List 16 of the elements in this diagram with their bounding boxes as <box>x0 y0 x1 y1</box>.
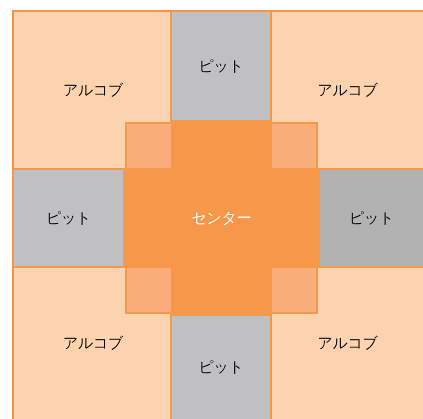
area-label: アルコブ <box>318 80 378 100</box>
alcove-area <box>270 10 423 170</box>
pit-area <box>12 168 125 268</box>
area-label: センター <box>192 208 252 228</box>
pit-area <box>170 10 272 122</box>
center-area <box>125 122 318 314</box>
pit-area <box>318 168 423 268</box>
pit-area <box>170 314 272 419</box>
area-label: アルコブ <box>318 334 378 353</box>
area-label: ピット <box>198 358 244 377</box>
area-label: アルコブ <box>63 334 123 353</box>
alcove-area <box>270 266 423 419</box>
area-label: ピット <box>349 208 394 228</box>
area-label: アルコブ <box>63 80 123 100</box>
area-label: ピット <box>198 56 244 76</box>
area-label: ピット <box>46 208 91 228</box>
